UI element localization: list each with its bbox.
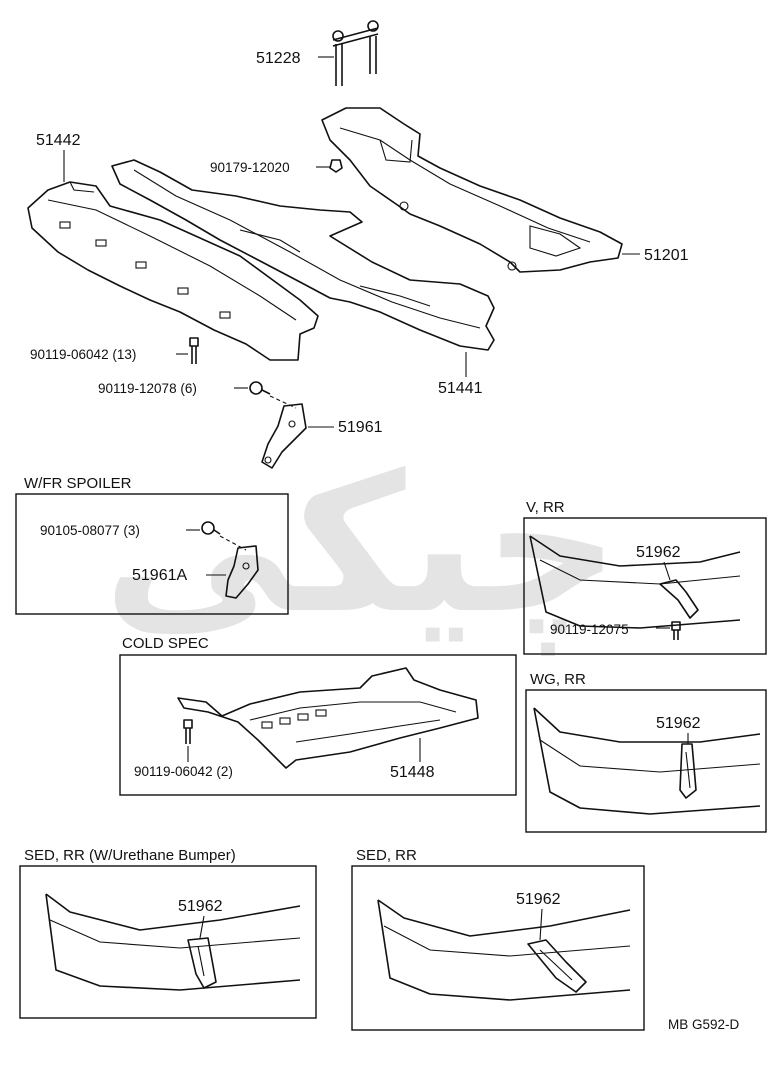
cover-51448 xyxy=(177,667,479,769)
title-wfr-spoiler: W/FR SPOILER xyxy=(24,475,132,492)
box-v-rr: V, RR 51962 90119-12075 xyxy=(523,499,767,655)
box-wg-rr: WG, RR 51962 xyxy=(525,671,767,833)
clip-51962-sed-rr xyxy=(527,939,587,993)
bolt-90105-08077 xyxy=(201,521,221,535)
title-sed-rr: SED, RR xyxy=(356,847,417,864)
label-90119-12078: 90119-12078 (6) xyxy=(98,381,197,396)
label-51442: 51442 xyxy=(36,132,81,149)
label-51961: 51961 xyxy=(338,419,383,436)
box-wfr-spoiler: W/FR SPOILER 90105-08077 (3) 51961A xyxy=(15,475,289,615)
label-51961a: 51961A xyxy=(132,567,187,584)
footer-code: MB G592-D xyxy=(668,1017,740,1032)
box-cold-spec: COLD SPEC 90119-06042 (2) 51448 xyxy=(119,635,517,796)
bumper-wg-rr xyxy=(533,707,761,815)
bracket-51961a xyxy=(225,545,259,599)
label-90119-06042: 90119-06042 (13) xyxy=(30,347,136,362)
bolt-90119-12078 xyxy=(249,381,271,395)
bolt-90119-06042 xyxy=(189,337,199,364)
label-51962-sed-rr: 51962 xyxy=(516,891,561,908)
box-sed-rr-urethane: SED, RR (W/Urethane Bumper) 51962 xyxy=(19,847,317,1019)
clip-51962-v-rr xyxy=(659,579,699,619)
label-51441: 51441 xyxy=(438,380,483,397)
title-v-rr: V, RR xyxy=(526,499,565,516)
label-51448: 51448 xyxy=(390,764,435,781)
part-51442-under-cover xyxy=(27,181,319,361)
title-sed-rr-urethane: SED, RR (W/Urethane Bumper) xyxy=(24,847,236,864)
part-51441-under-cover xyxy=(111,159,495,351)
clip-51962-sed-urethane xyxy=(187,937,217,989)
label-51201: 51201 xyxy=(644,247,689,264)
label-51962-v-rr: 51962 xyxy=(636,544,681,561)
bumper-sed-rr xyxy=(377,899,631,1001)
label-90105-08077: 90105-08077 (3) xyxy=(40,523,140,538)
bumper-v-rr xyxy=(529,535,741,629)
nut-90179-12020 xyxy=(329,159,343,173)
label-51228: 51228 xyxy=(256,50,301,67)
bumper-sed-rr-urethane xyxy=(45,893,301,991)
bolt-90119-06042-cold xyxy=(183,719,193,744)
box-sed-rr: SED, RR 51962 xyxy=(351,847,645,1031)
label-51962-wg-rr: 51962 xyxy=(656,715,701,732)
part-51201-crossmember xyxy=(321,107,623,273)
part-51228-bolts xyxy=(332,20,379,86)
watermark: چیکی xyxy=(103,434,620,656)
label-90119-12075: 90119-12075 xyxy=(550,622,629,637)
label-51962-sed-urethane: 51962 xyxy=(178,898,223,915)
bracket-51961 xyxy=(261,403,307,469)
clip-51962-wg-rr xyxy=(679,743,697,799)
screw-90119-12075 xyxy=(671,621,681,640)
label-90119-06042-cold: 90119-06042 (2) xyxy=(134,764,233,779)
label-90179-12020: 90179-12020 xyxy=(210,160,290,175)
title-cold-spec: COLD SPEC xyxy=(122,635,209,652)
title-wg-rr: WG, RR xyxy=(530,671,586,688)
